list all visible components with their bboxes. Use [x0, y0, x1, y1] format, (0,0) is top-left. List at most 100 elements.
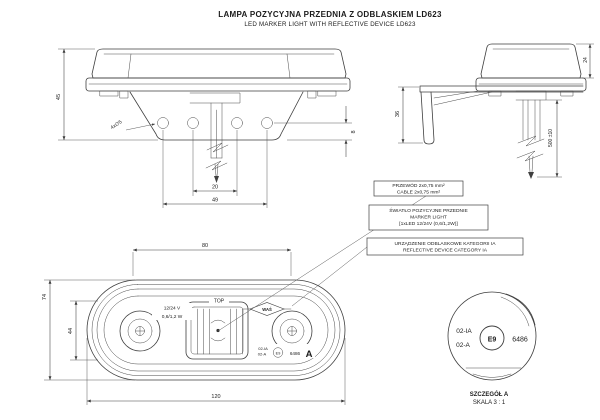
cable-stem — [522, 99, 541, 141]
diamond-logo-icon — [249, 302, 285, 316]
callout-reflective-device: URZĄDZENIE ODBLASKOWE KATEGORII IA REFLE… — [366, 237, 524, 256]
detail-caption: SZCZEGÓŁ A — [470, 390, 509, 398]
lamp-flange — [85, 77, 351, 92]
logo-text: WAŚ — [262, 307, 272, 312]
callout-light-line1: ŚWIATŁO POZYCYJNE PRZEDNIE — [389, 206, 468, 214]
screw-cross-icon — [135, 326, 145, 336]
led-window — [185, 301, 249, 360]
cable-end-arrow — [214, 176, 219, 183]
cable-housing — [189, 92, 241, 104]
callout-light-box — [368, 204, 489, 231]
detail-scale-caption: SKALA 3 : 1 — [473, 400, 506, 406]
top-orientation-label: TOP — [214, 299, 225, 305]
flange-tabs — [99, 90, 337, 99]
approval-marking: 02-IA 02-A E9 6486 A — [251, 344, 315, 360]
voltage-label: 12/24 V — [164, 306, 181, 312]
mounting-hole — [157, 117, 169, 129]
mounting-hole — [231, 117, 243, 129]
callout-light-line3: [1xLED 12/24V (0,6/1,2W)] — [399, 221, 458, 227]
dim-label-height: 45 — [56, 94, 62, 100]
dim-label-cable-length: 500 ±10 — [548, 129, 554, 147]
marking-bg — [251, 344, 315, 358]
screw-hole-inner — [279, 318, 305, 344]
front-view: TOP 12/24 V 0,6/1,2 W WAŚ 02-IA 02-A E9 … — [86, 279, 346, 381]
lens-corner-arc-inner — [500, 296, 530, 327]
top-label-bg — [209, 297, 229, 304]
lamp-dome-detail-lines — [103, 53, 335, 79]
detail-marking-line1: 02-IA — [456, 328, 472, 335]
drawing-title: LAMPA POZYCYJNA PRZEDNIA Z ODBLASKIEM LD… — [218, 10, 442, 28]
lens-bottom-arc — [472, 373, 512, 378]
dim-label-height: 74 — [42, 294, 48, 300]
reflector-textured-area — [96, 288, 336, 372]
extension-lines-8 — [274, 122, 352, 141]
end-view — [419, 43, 587, 179]
dim-label-lens-height: 44 — [68, 328, 74, 334]
extension-lines-74 — [44, 279, 135, 381]
mounting-hole — [261, 117, 273, 129]
side-view-dimensions: 45 4x∅5 8 20 49 — [56, 48, 357, 208]
e-mark-label: E9 — [276, 351, 281, 355]
cable-end-arrow — [528, 172, 534, 179]
lens-corner-arc — [505, 293, 536, 326]
detail-view: 02-IA 02-A E9 6486 SZCZEGÓŁ A SKALA 3 : … — [447, 291, 537, 406]
mounting-hole — [187, 117, 199, 129]
side-view — [85, 48, 351, 183]
end-view-dimensions: 36 24 500 ±10 — [395, 43, 594, 178]
screw-hole-left — [119, 310, 161, 352]
lamp-dome-outline — [91, 48, 347, 79]
led-arc-marks — [210, 319, 226, 342]
manufacturer-logo: WAŚ — [242, 302, 292, 316]
callout-reflective-line1: URZĄDZENIE ODBLASKOWE KATEGORII IA — [395, 241, 497, 247]
approval-number: 6486 — [290, 351, 301, 356]
extension-lines-120 — [86, 338, 346, 405]
dim-label-holes: 4x∅5 — [110, 119, 124, 131]
led-diode-icon — [216, 328, 220, 333]
extension-lines-bottom — [162, 130, 268, 208]
lamp-flange — [475, 77, 587, 92]
callout-reflective-box — [366, 237, 524, 256]
callout-cable-line1: PRZEWÓD 2x0,75 mm² — [392, 182, 445, 189]
dim-label-hole-spacing: 80 — [202, 243, 208, 249]
lens-outline-outer — [86, 279, 346, 381]
cable-stem — [210, 102, 223, 159]
marking-line2: 02-A — [258, 352, 267, 357]
bracket-braces — [433, 90, 493, 106]
detail-circle — [447, 291, 537, 381]
leader-reflective — [291, 246, 368, 307]
screw-hole-inner — [127, 318, 153, 344]
led-window-stripes — [197, 308, 243, 355]
extension-lines-80 — [132, 252, 292, 276]
dim-label-bracket: 36 — [395, 111, 401, 117]
lens-outline-2 — [91, 284, 341, 376]
dim-label-outer-spacing: 49 — [212, 198, 218, 204]
bracket-plate — [419, 85, 584, 93]
cable-break-symbol — [516, 135, 545, 173]
callout-cable-line2: CABLE 2x0,75 mm² — [397, 190, 441, 196]
front-view-dimensions: 74 44 120 80 — [42, 243, 346, 405]
detail-reference-letter: A — [306, 349, 313, 360]
led-window-inner — [190, 306, 244, 355]
dim-label-hole-edge: 8 — [351, 130, 357, 133]
title-line2: LED MARKER LIGHT WITH REFLECTIVE DEVICE … — [244, 21, 416, 28]
holes-leader — [125, 123, 156, 131]
power-label: 0,6/1,2 W — [162, 314, 183, 320]
cable-break-symbol — [205, 142, 229, 177]
detail-approval-number: 6486 — [512, 337, 528, 344]
callout-cable-box — [373, 180, 464, 197]
callout-marker-light: ŚWIATŁO POZYCYJNE PRZEDNIE MARKER LIGHT … — [368, 204, 489, 231]
bracket-holes — [157, 117, 273, 129]
rating-text-bg — [152, 303, 192, 320]
extension-lines-36 — [398, 86, 423, 144]
screw-cross-icon — [287, 326, 297, 336]
title-line1: LAMPA POZYCYJNA PRZEDNIA Z ODBLASKIEM LD… — [218, 10, 442, 19]
detail-e-mark: E9 — [488, 337, 497, 344]
mounting-bracket — [129, 91, 304, 141]
callout-light-line2: MARKER LIGHT — [410, 215, 447, 221]
detail-marking-line2: 02-A — [456, 342, 470, 349]
marking-line1: 02-IA — [258, 346, 268, 351]
flange-tabs — [488, 90, 574, 101]
e-mark-circle-icon — [479, 325, 505, 351]
reflector-inner-ring — [103, 295, 329, 365]
